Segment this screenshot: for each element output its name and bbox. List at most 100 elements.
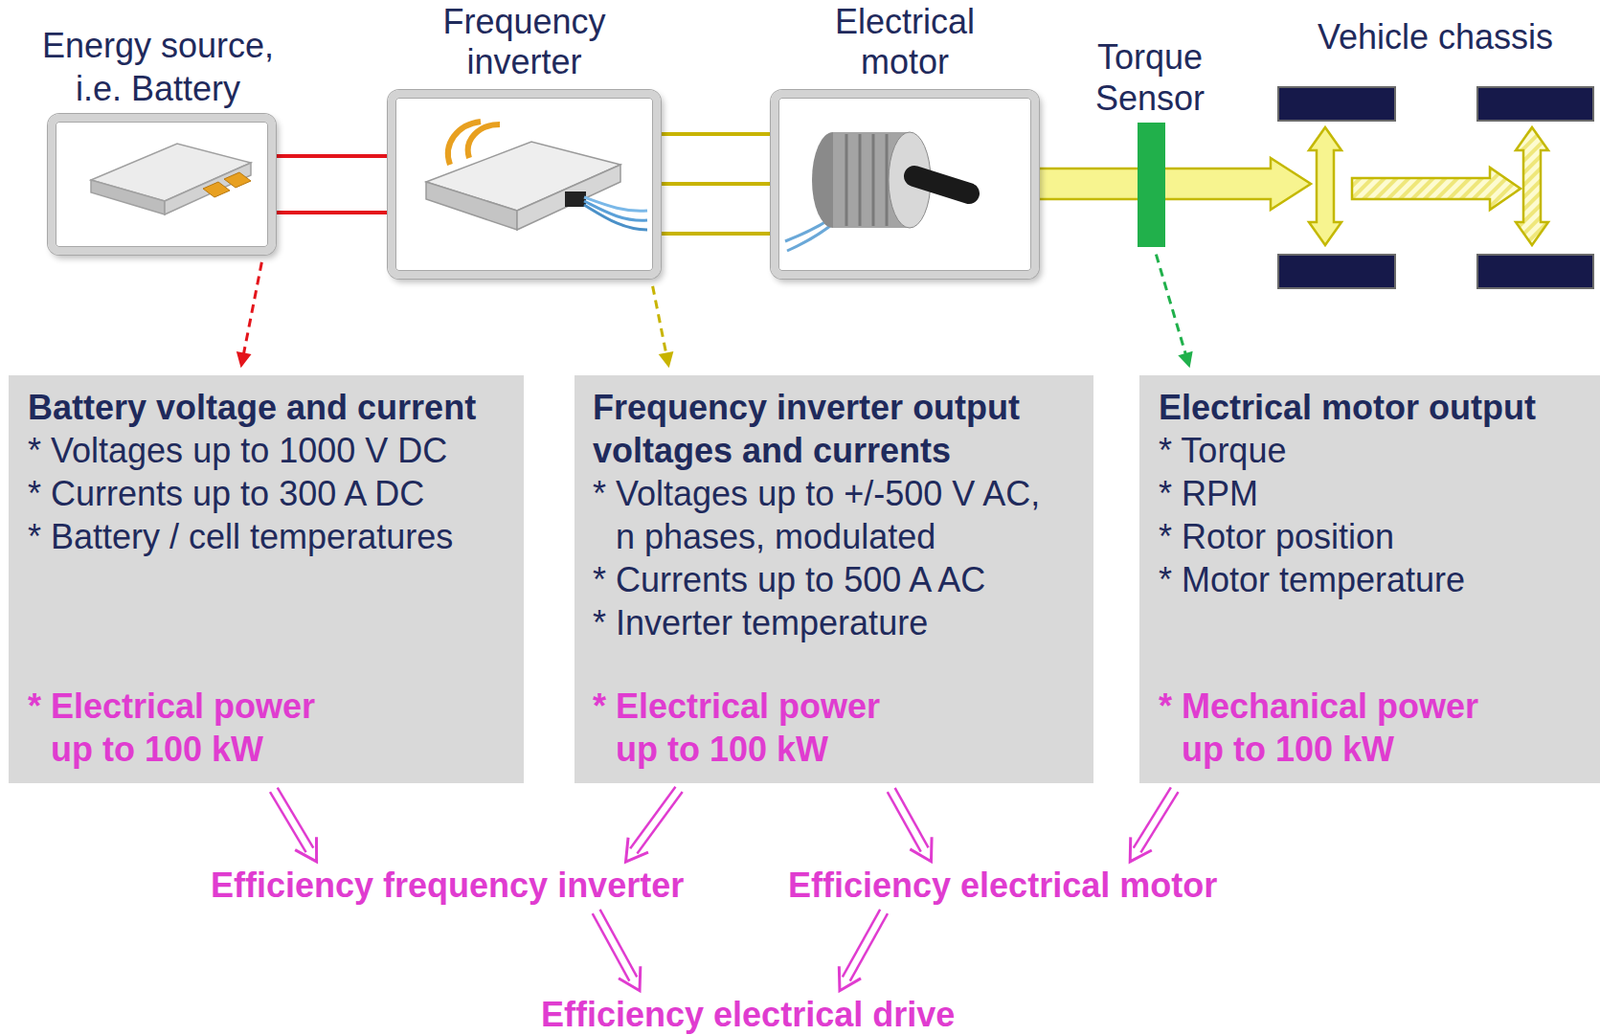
battery-block: Energy source, i.e. Battery: [28, 23, 288, 255]
efficiency-arrow: [270, 788, 317, 862]
arrow-shaft: [1140, 791, 1178, 853]
bullet-item: * RPM: [1158, 472, 1585, 516]
arrowhead: [618, 966, 641, 992]
wire-line: [660, 231, 771, 236]
arrow-shaft: [636, 791, 682, 854]
motor-block: Electrical motor: [770, 1, 1039, 279]
connector: [564, 191, 586, 207]
component-frame: [47, 113, 276, 255]
dc-wire: [275, 156, 388, 158]
cable: [468, 124, 500, 158]
arrow-shaft: [600, 909, 638, 977]
panel-heading: Battery voltage and current: [27, 385, 507, 429]
dashed-line: [243, 262, 262, 356]
motor-shaft: [914, 176, 970, 194]
dc-wire: [275, 211, 388, 213]
efficiency-text: Efficiency electrical motor: [788, 866, 1217, 905]
arrow-body: [1165, 157, 1311, 210]
inverter-block: Frequency inverter: [387, 1, 661, 279]
cable: [787, 222, 835, 251]
measurement-arrow: [236, 262, 263, 368]
vehicle-chassis: Vehicle chassis: [1273, 17, 1598, 254]
arrow-body: [1038, 168, 1138, 200]
bullet-item: * Torque: [1158, 428, 1585, 473]
arrow-shaft: [842, 909, 880, 978]
motor-picture: [785, 132, 970, 251]
component-frame: [387, 90, 661, 279]
shaft-power-arrow: [1038, 168, 1138, 200]
phase-wire: [660, 182, 771, 184]
front-axle: [1308, 127, 1342, 246]
dashed-line: [653, 286, 667, 356]
arrow-outline: [1038, 198, 1138, 202]
phase-wire: [660, 232, 771, 234]
phase-wire: [660, 134, 771, 136]
arrowhead: [838, 966, 861, 992]
efficiency-arrow: [887, 788, 932, 862]
component-label: Frequency inverter: [428, 1, 621, 83]
component-label: Vehicle chassis: [1273, 17, 1598, 58]
measurement-panel: Frequency inverter output voltages and c…: [574, 375, 1094, 784]
arrow-shaft: [895, 788, 929, 849]
battery-terminal: [224, 172, 251, 188]
efficiency-label: Efficiency electrical motor: [788, 866, 1217, 905]
chassis-anchor: [1310, 119, 1350, 254]
arrow-shaft: [630, 787, 676, 849]
arrow-shaft: [277, 788, 315, 849]
efficiency-arrow: [626, 787, 683, 862]
arrowhead: [626, 837, 649, 862]
sensor-bar: [1137, 122, 1166, 248]
arrow-shaft: [887, 791, 922, 853]
efficiency-arrow: [592, 909, 641, 992]
arrow-shaft: [850, 913, 888, 982]
efficiency-arrow: [838, 909, 888, 992]
efficiency-text: Efficiency frequency inverter: [210, 866, 684, 905]
torque-sensor: Torque Sensor: [1078, 36, 1222, 248]
efficiency-label: Efficiency frequency inverter: [210, 866, 684, 905]
inverter-side: [517, 164, 621, 230]
component-frame: [770, 90, 1039, 279]
battery-picture: [90, 143, 251, 215]
panel-heading: Frequency inverter output voltages and c…: [592, 385, 1062, 473]
wire-line: [660, 181, 771, 186]
wire-line: [275, 154, 388, 158]
component-label: Electrical motor: [809, 1, 1001, 83]
drive-arrow: [1352, 167, 1521, 210]
wheel: [1477, 254, 1594, 289]
arrowhead: [658, 351, 675, 368]
component-label: Energy source, i.e. Battery: [28, 23, 288, 111]
cooling-fins: [846, 134, 887, 226]
wheel: [1278, 87, 1396, 121]
inverter-side: [426, 181, 518, 230]
rear-axle: [1515, 127, 1549, 246]
wire-line: [660, 132, 771, 136]
bullet-item: * Inverter temperature: [592, 601, 1062, 645]
measurement-arrow: [1155, 254, 1193, 369]
arrow-outline: [1165, 157, 1311, 210]
arrowhead: [1177, 351, 1193, 369]
cable: [584, 197, 648, 211]
dashed-line: [1155, 254, 1186, 356]
cable: [448, 121, 481, 165]
power-rating: * Mechanical power up to 100 kW: [1158, 684, 1504, 771]
bullet-item: * Rotor position: [1158, 515, 1585, 559]
component-label: Torque Sensor: [1078, 36, 1222, 119]
efficiency-text: Efficiency electrical drive: [540, 995, 955, 1035]
bullet-item: * Voltages up to 1000 V DC: [27, 428, 507, 473]
arrow-outline: [1038, 167, 1138, 171]
measurement-panel: Battery voltage and current* Voltages up…: [8, 375, 524, 784]
inverter-picture: [426, 121, 648, 230]
arrow-shaft: [1133, 787, 1172, 848]
power-rating: * Electrical power up to 100 kW: [592, 684, 900, 771]
arrowhead: [294, 836, 316, 862]
wheel: [1278, 254, 1396, 289]
panel-heading: Electrical motor output: [1158, 385, 1585, 429]
bullet-item: * Motor temperature: [1158, 558, 1585, 602]
wire-line: [275, 210, 388, 215]
arrow-shaft: [592, 913, 631, 981]
bullet-item: * Currents up to 300 A DC: [27, 472, 507, 516]
arrowhead: [909, 836, 932, 862]
power-rating: * Electrical power up to 100 kW: [27, 684, 335, 771]
efficiency-label: Efficiency electrical drive: [540, 995, 955, 1035]
